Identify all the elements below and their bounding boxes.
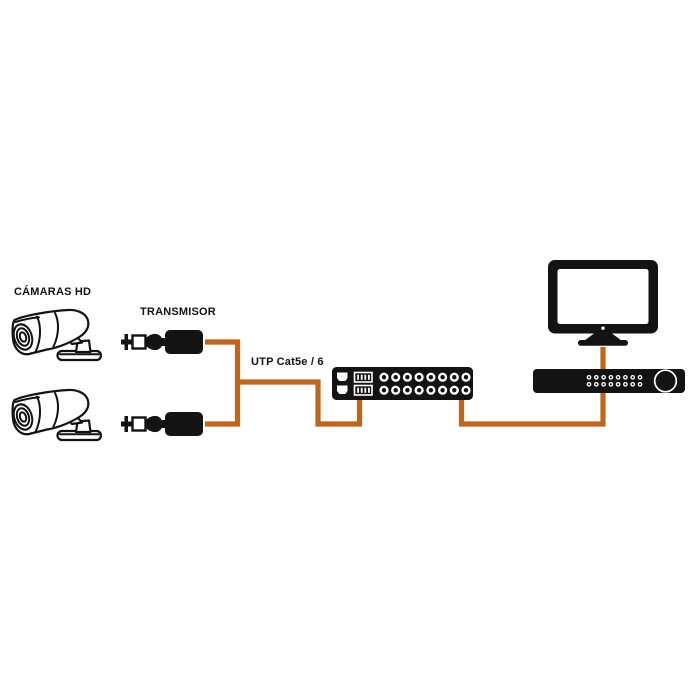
cameras-label: CÁMARAS HD xyxy=(14,286,92,298)
monitor-stand xyxy=(584,333,622,341)
dvr-icon xyxy=(533,369,685,393)
bnc-balun-transmitter-icon xyxy=(119,410,205,438)
transmitter-label: TRANSMISOR xyxy=(140,306,216,318)
terminal-block-icon xyxy=(353,371,373,383)
rj45-port-icon xyxy=(336,372,348,381)
terminal-block-icon xyxy=(353,384,373,396)
rj45-port-icon xyxy=(336,385,348,394)
bnc-balun-transmitter-icon xyxy=(119,328,205,356)
monitor-icon xyxy=(548,260,658,346)
utp-cable-run-right xyxy=(458,392,606,427)
jog-dial-icon xyxy=(653,369,678,393)
receiver-hub-icon xyxy=(332,367,473,400)
hd-bullet-camera-icon xyxy=(9,388,103,442)
bnc-port-icons xyxy=(379,372,471,395)
hd-bullet-camera-icon xyxy=(9,308,103,362)
power-led-icon xyxy=(601,326,605,330)
dvr-led-icons xyxy=(586,374,643,387)
utp-cable-run-left xyxy=(205,339,363,427)
cable-label: UTP Cat5e / 6 xyxy=(251,356,324,368)
monitor-screen xyxy=(557,269,649,324)
monitor-stand-base xyxy=(578,340,628,346)
